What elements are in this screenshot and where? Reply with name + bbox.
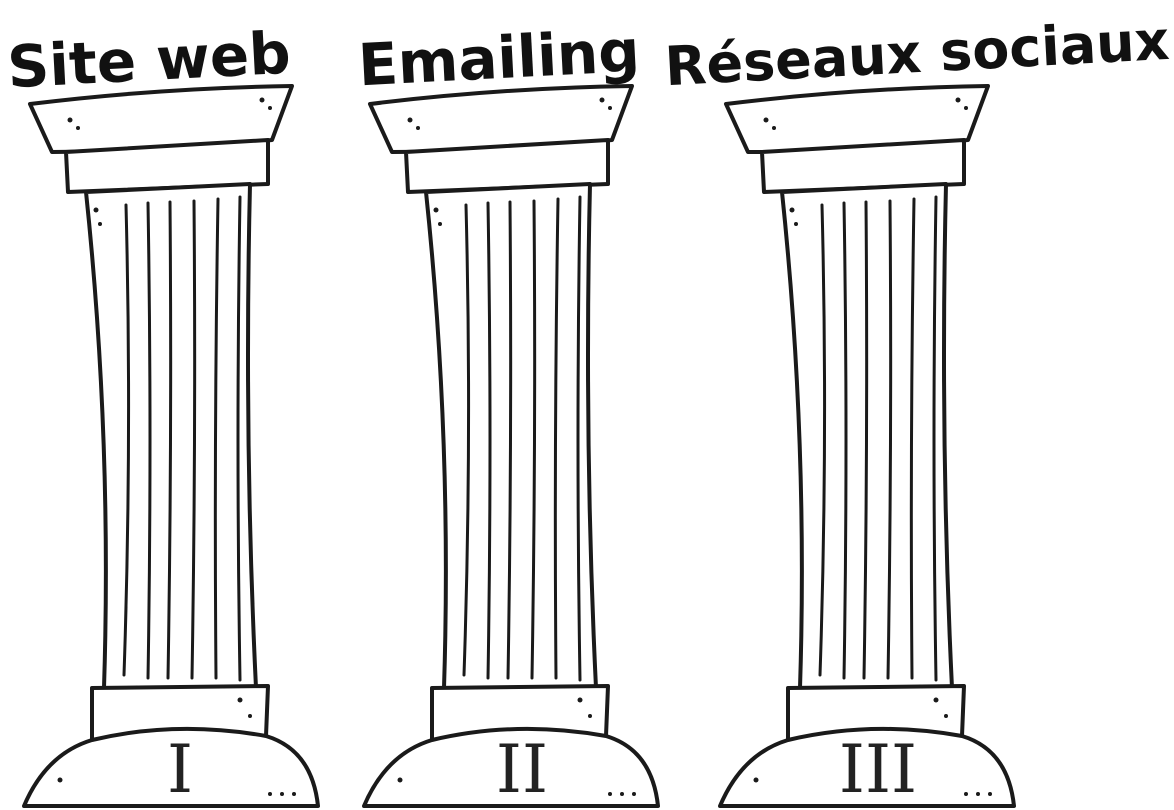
pillar-3-title: Réseaux sociaux <box>663 9 1171 98</box>
pillar-1-column-drawing <box>24 86 318 806</box>
pillar-3-column-drawing <box>720 86 1014 806</box>
pillar-2: Emailing II <box>357 17 658 808</box>
pillar-2-numeral: II <box>496 731 548 808</box>
pillar-3: Réseaux sociaux III <box>663 9 1171 808</box>
pillar-1: Site web I <box>6 19 318 808</box>
pillar-1-numeral: I <box>167 731 193 808</box>
pillar-2-column-drawing <box>364 86 658 806</box>
pillar-3-numeral: III <box>839 731 917 808</box>
